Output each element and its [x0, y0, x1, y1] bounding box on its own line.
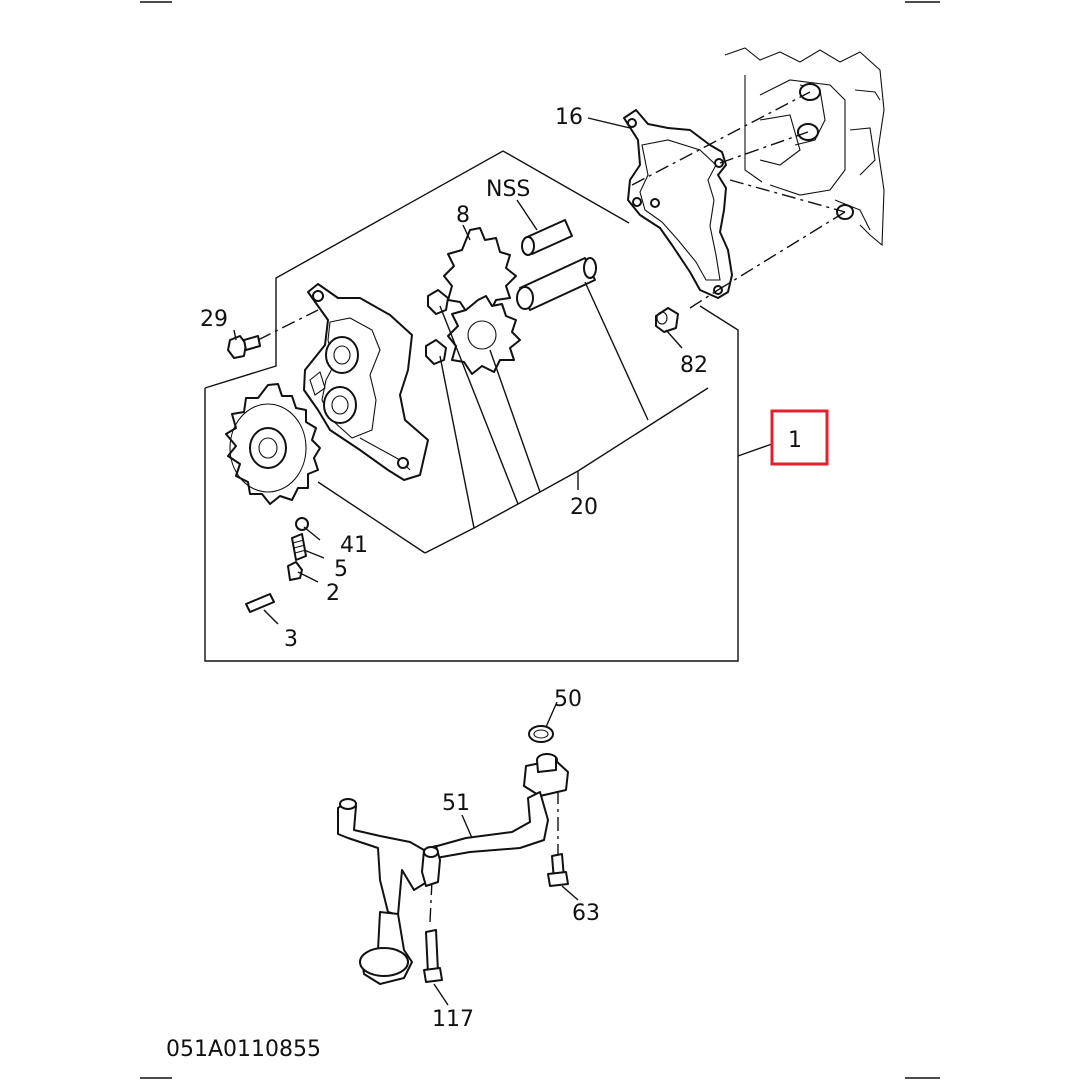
callout-labels: 16 NSS 8 29 82 1 20 41 5 2 3 50 51 63 11… [200, 105, 802, 1032]
leader-lines-bottom [433, 701, 579, 1006]
callout-nss[interactable]: NSS [486, 177, 530, 202]
callout-2[interactable]: 2 [326, 581, 340, 606]
drive-gear [225, 383, 321, 505]
callout-51[interactable]: 51 [442, 791, 470, 816]
pump-assembly-box [204, 150, 739, 662]
crop-marks [140, 1, 940, 1079]
bushings [425, 289, 679, 365]
gasket-part-16 [623, 109, 733, 299]
selected-part-highlight [770, 409, 829, 466]
leader-lines [233, 117, 773, 625]
callout-50[interactable]: 50 [554, 687, 582, 712]
drawing-code: 051A0110855 [166, 1037, 321, 1062]
callout-1[interactable]: 1 [788, 428, 802, 453]
callout-20[interactable]: 20 [570, 495, 598, 520]
alignment-lines [429, 91, 846, 923]
callout-63[interactable]: 63 [572, 901, 600, 926]
callout-16[interactable]: 16 [555, 105, 583, 130]
callout-8[interactable]: 8 [456, 203, 470, 228]
shaft-pins [516, 219, 597, 311]
callout-5[interactable]: 5 [334, 557, 348, 582]
callout-41[interactable]: 41 [340, 533, 368, 558]
engine-block-fragment [724, 47, 885, 247]
callout-117[interactable]: 117 [432, 1007, 474, 1032]
callout-3[interactable]: 3 [284, 627, 298, 652]
rotor-gears-part-8 [443, 227, 521, 375]
bolt-part-29 [227, 309, 319, 359]
pump-housing [303, 283, 429, 481]
oil-strainer-assembly [337, 725, 569, 985]
callout-82[interactable]: 82 [680, 353, 708, 378]
relief-valve-parts [245, 517, 309, 613]
callout-29[interactable]: 29 [200, 307, 228, 332]
